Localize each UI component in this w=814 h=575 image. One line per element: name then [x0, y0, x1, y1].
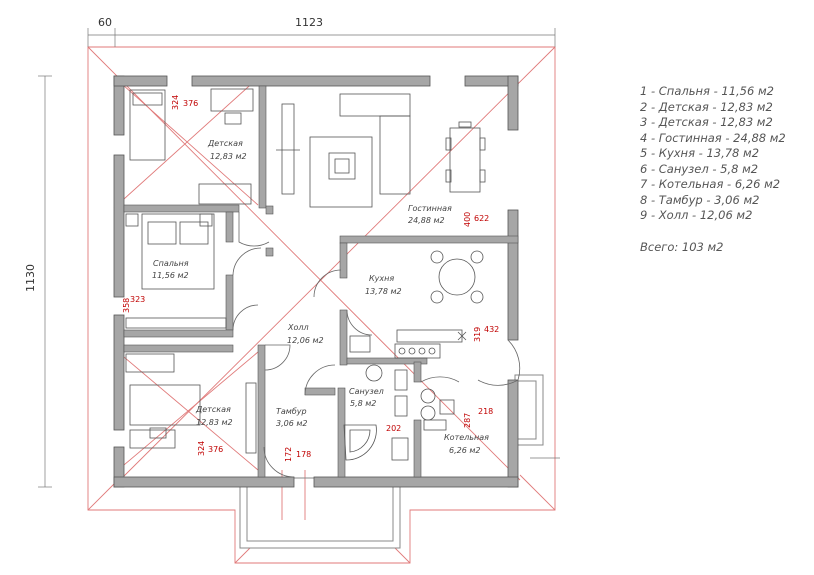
legend-item: 4 - Гостинная - 24,88 м2 [640, 130, 786, 145]
room-bath-area: 5,8 м2 [350, 399, 376, 408]
room-hall-area: 12,06 м2 [287, 336, 324, 345]
room-bath-dim1: 202 [386, 424, 401, 433]
room-bedroom-dim2: 323 [130, 295, 145, 304]
dim-top: 1123 [295, 16, 323, 29]
room-kids1-dim1: 324 [171, 95, 180, 110]
furniture-bedroom [125, 213, 227, 329]
legend-total: Всего: 103 м2 [640, 239, 724, 254]
room-vestibule-dim2: 178 [296, 450, 311, 459]
furniture-kitchen [349, 250, 484, 359]
furniture-boiler [420, 388, 455, 431]
dim-top-small: 60 [98, 16, 112, 29]
room-vestibule-name: Тамбур [276, 407, 307, 416]
dimension-lines [38, 28, 560, 488]
room-kitchen-area: 13,78 м2 [365, 287, 402, 296]
furniture-kids1 [129, 88, 254, 205]
room-kids1-area: 12,83 м2 [210, 152, 247, 161]
area-legend: 1 - Спальня - 11,56 м2 2 - Детская - 12,… [640, 84, 810, 254]
room-kitchen-dim2: 432 [484, 325, 499, 334]
room-living-name: Гостинная [408, 204, 452, 213]
room-labels: Детская 12,83 м2 324 376 Спальня 11,56 м… [122, 95, 499, 462]
room-kids2-dim2: 376 [208, 445, 223, 454]
room-boiler-dim2: 218 [478, 407, 493, 416]
room-bedroom-name: Спальня [153, 259, 189, 268]
room-kids1-name: Детская [207, 139, 243, 148]
legend-item: 6 - Санузел - 5,8 м2 [640, 161, 759, 176]
room-boiler-dim1: 287 [463, 413, 472, 428]
room-kitchen-name: Кухня [369, 274, 394, 283]
legend-item: 2 - Детская - 12,83 м2 [640, 99, 773, 114]
door-swings [232, 212, 521, 478]
room-kids1-dim2: 376 [183, 99, 198, 108]
room-kids2-name: Детская [195, 405, 231, 414]
room-bedroom-area: 11,56 м2 [152, 271, 189, 280]
legend-item: 1 - Спальня - 11,56 м2 [640, 84, 774, 98]
room-bedroom-dim1: 358 [122, 298, 131, 313]
legend-item: 7 - Котельная - 6,26 м2 [640, 177, 781, 191]
room-hall-name: Холл [287, 323, 309, 332]
furniture-living [276, 93, 486, 208]
room-bath-name: Санузел [349, 387, 384, 396]
furniture-bath [343, 364, 409, 461]
room-boiler-name: Котельная [444, 433, 489, 442]
legend-item: 8 - Тамбур - 3,06 м2 [640, 192, 760, 207]
room-living-dim2: 622 [474, 214, 489, 223]
legend-item: 5 - Кухня - 13,78 м2 [640, 146, 760, 160]
room-kitchen-dim1: 319 [473, 327, 482, 342]
furniture-kids2 [125, 353, 257, 454]
room-boiler-area: 6,26 м2 [449, 446, 480, 455]
room-kids2-dim1: 324 [197, 441, 206, 456]
interior-walls [123, 85, 519, 478]
roof-lines [87, 46, 556, 564]
room-living-area: 24,88 м2 [408, 216, 445, 225]
exterior-walls [113, 75, 519, 488]
room-vestibule-dim1: 172 [284, 447, 293, 462]
dim-left: 1130 [24, 264, 37, 292]
room-vestibule-area: 3,06 м2 [276, 419, 307, 428]
room-living-dim1: 400 [463, 212, 472, 227]
room-kids2-area: 12,83 м2 [196, 418, 233, 427]
legend-item: 9 - Холл - 12,06 м2 [640, 208, 753, 222]
legend-item: 3 - Детская - 12,83 м2 [640, 115, 773, 129]
